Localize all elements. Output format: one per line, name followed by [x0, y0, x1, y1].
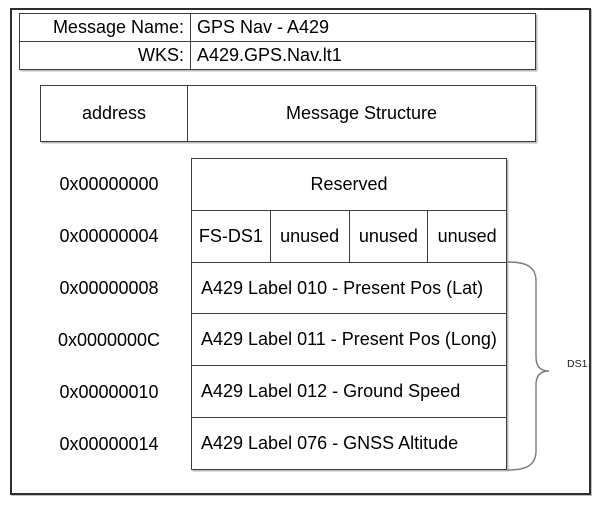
wks-row: WKS: A429.GPS.Nav.lt1	[20, 42, 535, 69]
message-info-table: Message Name: GPS Nav - A429 WKS: A429.G…	[19, 13, 536, 70]
address-row-1: 0x00000004	[59, 225, 159, 246]
unused-cell-2: unused	[350, 210, 429, 262]
label-076-cell: A429 Label 076 - GNSS Altitude	[201, 433, 459, 454]
ds1-label: DS1	[567, 358, 588, 370]
column-header-table: address Message Structure	[40, 85, 536, 142]
row-label-076: A429 Label 076 - GNSS Altitude	[192, 418, 506, 469]
row-status-words: FS-DS1 unused unused unused	[192, 210, 506, 263]
label-010-cell: A429 Label 010 - Present Pos (Lat)	[201, 277, 484, 298]
message-name-row: Message Name: GPS Nav - A429	[20, 14, 535, 42]
wks-label: WKS:	[20, 42, 191, 69]
reserved-cell: Reserved	[310, 173, 388, 194]
fs-ds1-cell: FS-DS1	[192, 210, 271, 262]
ds1-brace-icon	[507, 261, 550, 471]
unused-cell-1: unused	[271, 210, 350, 262]
structure-column-header: Message Structure	[285, 103, 438, 123]
address-column-header: address	[41, 86, 188, 141]
structure-table: Reserved FS-DS1 unused unused unused A42…	[191, 158, 507, 470]
address-row-5: 0x00000014	[59, 433, 159, 454]
label-011-cell: A429 Label 011 - Present Pos (Long)	[201, 329, 497, 350]
row-label-011: A429 Label 011 - Present Pos (Long)	[192, 314, 506, 367]
message-name-label: Message Name:	[20, 14, 191, 41]
row-label-010: A429 Label 010 - Present Pos (Lat)	[192, 263, 506, 315]
wks-value: A429.GPS.Nav.lt1	[197, 45, 342, 65]
address-row-3: 0x0000000C	[57, 329, 161, 350]
address-row-2: 0x00000008	[59, 277, 159, 298]
unused-cell-3: unused	[437, 225, 497, 246]
address-row-4: 0x00000010	[59, 381, 159, 402]
label-012-cell: A429 Label 012 - Ground Speed	[201, 381, 461, 402]
row-reserved: Reserved	[192, 159, 506, 211]
row-label-012: A429 Label 012 - Ground Speed	[192, 366, 506, 419]
message-name-value: GPS Nav - A429	[197, 17, 330, 37]
address-row-0: 0x00000000	[59, 173, 159, 194]
